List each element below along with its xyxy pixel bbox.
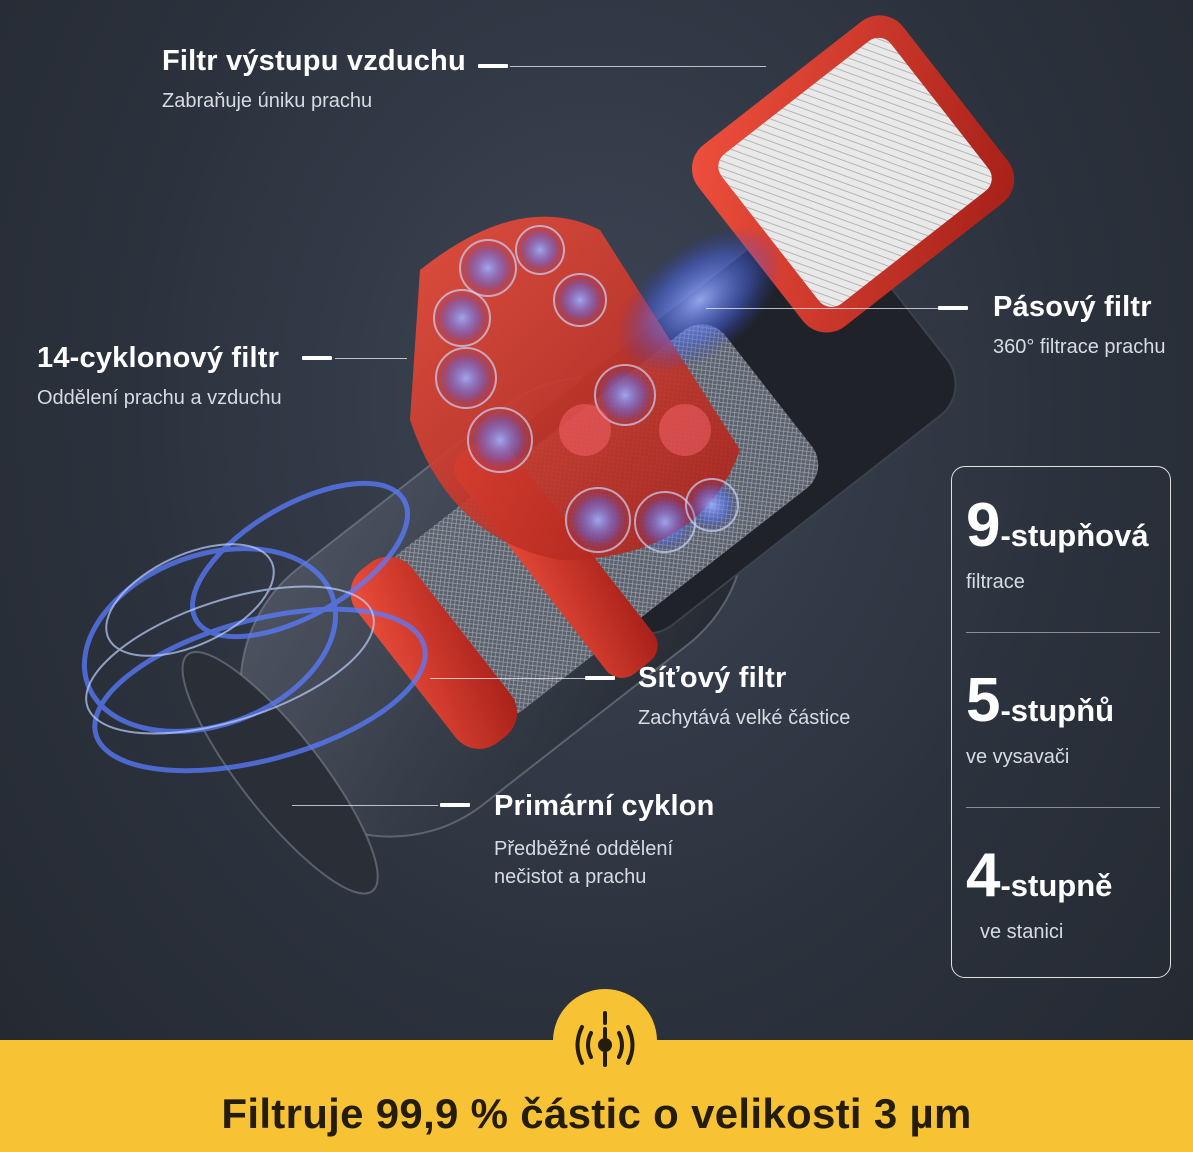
callout-subtitle: Zachytává velké částice	[638, 707, 851, 729]
callout-subtitle-line: Předběžné oddělení	[494, 838, 674, 860]
callout-title: Filtr výstupu vzduchu	[162, 45, 466, 77]
dash-cyclone14	[302, 356, 332, 360]
callout-subtitle: Zabraňuje úniku prachu	[162, 90, 373, 112]
stat-divider	[966, 632, 1160, 633]
stat-vacuum-stages: 5-stupňů ve vysavači	[966, 670, 1161, 769]
stat-description: ve vysavači	[966, 746, 1070, 768]
callout-primary-cyclone: Primární cyklon Předběžné oddělení nečis…	[494, 790, 715, 891]
callout-subtitle-line: nečistot a prachu	[494, 866, 647, 888]
dust-container-illustration	[81, 15, 1015, 895]
callout-title: Primární cyklon	[494, 790, 715, 822]
callout-title: 14-cyklonový filtr	[37, 342, 280, 374]
callout-mesh-filter: Síťový filtr Zachytává velké částice	[638, 662, 850, 732]
stat-description: filtrace	[966, 571, 1025, 593]
leader-line-cyclone14	[335, 358, 407, 359]
callout-title: Pásový filtr	[993, 291, 1152, 323]
leader-line-mesh-filter	[430, 678, 585, 679]
dash-belt-filter	[938, 306, 968, 310]
stat-word: -stupně	[1000, 868, 1113, 903]
filtration-stages-panel: 9-stupňová filtrace 5-stupňů ve vysavači…	[951, 466, 1171, 978]
banner-headline: Filtruje 99,9 % částic o velikosti 3 µm	[221, 1090, 972, 1137]
callout-subtitle: Oddělení prachu a vzduchu	[37, 387, 282, 409]
stat-number: 4	[966, 841, 1001, 910]
dash-outlet-filter	[478, 64, 508, 68]
callout-subtitle: Předběžné oddělení nečistot a prachu	[494, 835, 715, 891]
callout-belt-filter: Pásový filtr 360° filtrace prachu	[993, 291, 1166, 361]
airflow-signal-icon	[575, 1011, 635, 1067]
callout-outlet-filter: Filtr výstupu vzduchu Zabraňuje úniku pr…	[162, 45, 466, 115]
leader-line-primary-cyclone	[292, 805, 438, 806]
stat-divider	[966, 807, 1160, 808]
callout-subtitle: 360° filtrace prachu	[993, 336, 1166, 358]
callout-title: Síťový filtr	[638, 662, 787, 694]
stat-number: 5	[966, 666, 1001, 735]
leader-line-outlet-filter	[510, 66, 766, 67]
dash-primary-cyclone	[440, 803, 470, 807]
stat-description: ve stanici	[980, 921, 1064, 943]
stat-number: 9	[966, 491, 1001, 560]
leader-line-belt-filter	[706, 308, 938, 309]
stat-station-stages: 4-stupně ve stanici	[966, 845, 1161, 944]
stat-total-stages: 9-stupňová filtrace	[966, 495, 1161, 594]
stat-word: -stupňová	[1000, 518, 1149, 553]
banner-icon-badge	[553, 989, 657, 1093]
callout-cyclone14: 14-cyklonový filtr Oddělení prachu a vzd…	[37, 342, 282, 412]
dash-mesh-filter	[585, 676, 615, 680]
stat-word: -stupňů	[1000, 693, 1115, 728]
